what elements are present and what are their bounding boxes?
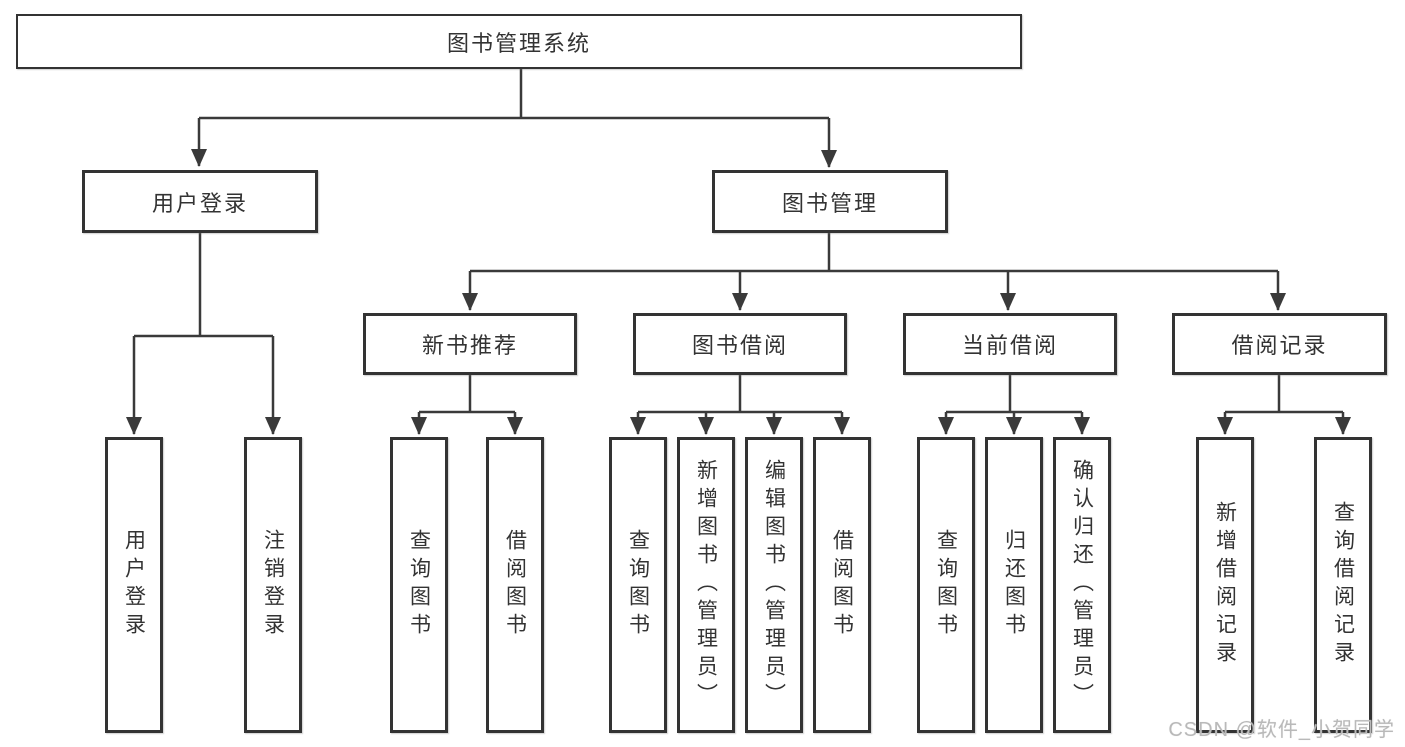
node-label: 借阅记录: [1231, 333, 1328, 358]
node-logout-leaf: 注销登录: [244, 437, 302, 733]
node-user-login-leaf: 用户登录: [105, 437, 163, 733]
node-current-borrow: 当前借阅: [903, 313, 1117, 375]
node-label: 用户登录: [151, 190, 248, 216]
node-label: 用户登录: [122, 529, 146, 641]
node-user-login: 用户登录: [82, 170, 318, 233]
node-label: 新增借阅记录: [1213, 501, 1237, 669]
node-root: 图书管理系统: [16, 14, 1022, 69]
node-query-borrow-record: 查询借阅记录: [1314, 437, 1372, 733]
node-label: 新增图书（管理员）: [694, 459, 718, 711]
node-label: 当前借阅: [961, 333, 1058, 358]
node-label: 查询图书: [626, 529, 650, 641]
node-return-book: 归还图书: [985, 437, 1043, 733]
node-label: 新书推荐: [421, 333, 518, 358]
node-confirm-return-admin: 确认归还（管理员）: [1053, 437, 1111, 733]
node-label: 查询图书: [407, 529, 431, 641]
node-edit-book-admin: 编辑图书（管理员）: [745, 437, 803, 733]
node-add-borrow-record: 新增借阅记录: [1196, 437, 1254, 733]
node-book-management: 图书管理: [712, 170, 948, 233]
node-label: 图书管理: [781, 190, 878, 216]
node-label: 图书借阅: [691, 333, 788, 358]
node-label: 查询图书: [934, 529, 958, 641]
node-query-books-borrow: 查询图书: [609, 437, 667, 733]
node-label: 归还图书: [1002, 529, 1026, 641]
node-query-books-current: 查询图书: [917, 437, 975, 733]
node-book-borrow: 图书借阅: [633, 313, 847, 375]
node-add-book-admin: 新增图书（管理员）: [677, 437, 735, 733]
node-label: 确认归还（管理员）: [1070, 459, 1094, 711]
node-query-books-recommend: 查询图书: [390, 437, 448, 733]
node-borrow-records: 借阅记录: [1172, 313, 1387, 375]
node-label: 编辑图书（管理员）: [762, 459, 786, 711]
node-label: 查询借阅记录: [1331, 501, 1355, 669]
node-label: 图书管理系统: [446, 30, 591, 56]
node-borrow-books-leaf: 借阅图书: [813, 437, 871, 733]
node-label: 借阅图书: [503, 529, 527, 641]
node-label: 注销登录: [261, 529, 285, 641]
node-borrow-books-recommend: 借阅图书: [486, 437, 544, 733]
node-label: 借阅图书: [830, 529, 854, 641]
node-new-book-recommend: 新书推荐: [363, 313, 577, 375]
watermark: CSDN @软件_小贺同学: [1168, 719, 1395, 741]
